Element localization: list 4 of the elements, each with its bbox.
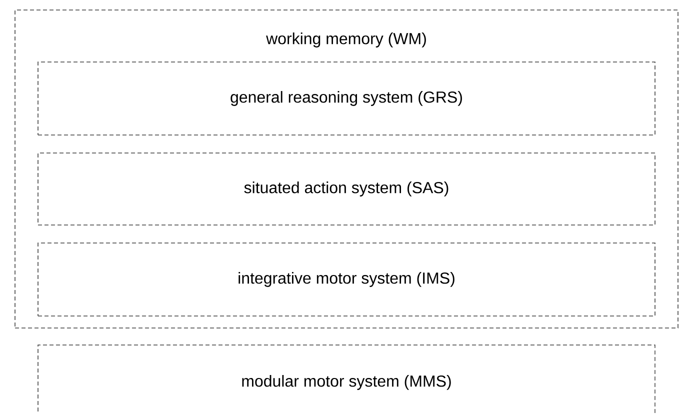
process-box: integrative motor system (IMS) <box>38 242 656 316</box>
process-box: situated action system (SAS) <box>38 152 656 226</box>
process-box: general reasoning system (GRS) <box>38 62 656 136</box>
process-box: modular motor system (MMS) <box>38 344 656 414</box>
